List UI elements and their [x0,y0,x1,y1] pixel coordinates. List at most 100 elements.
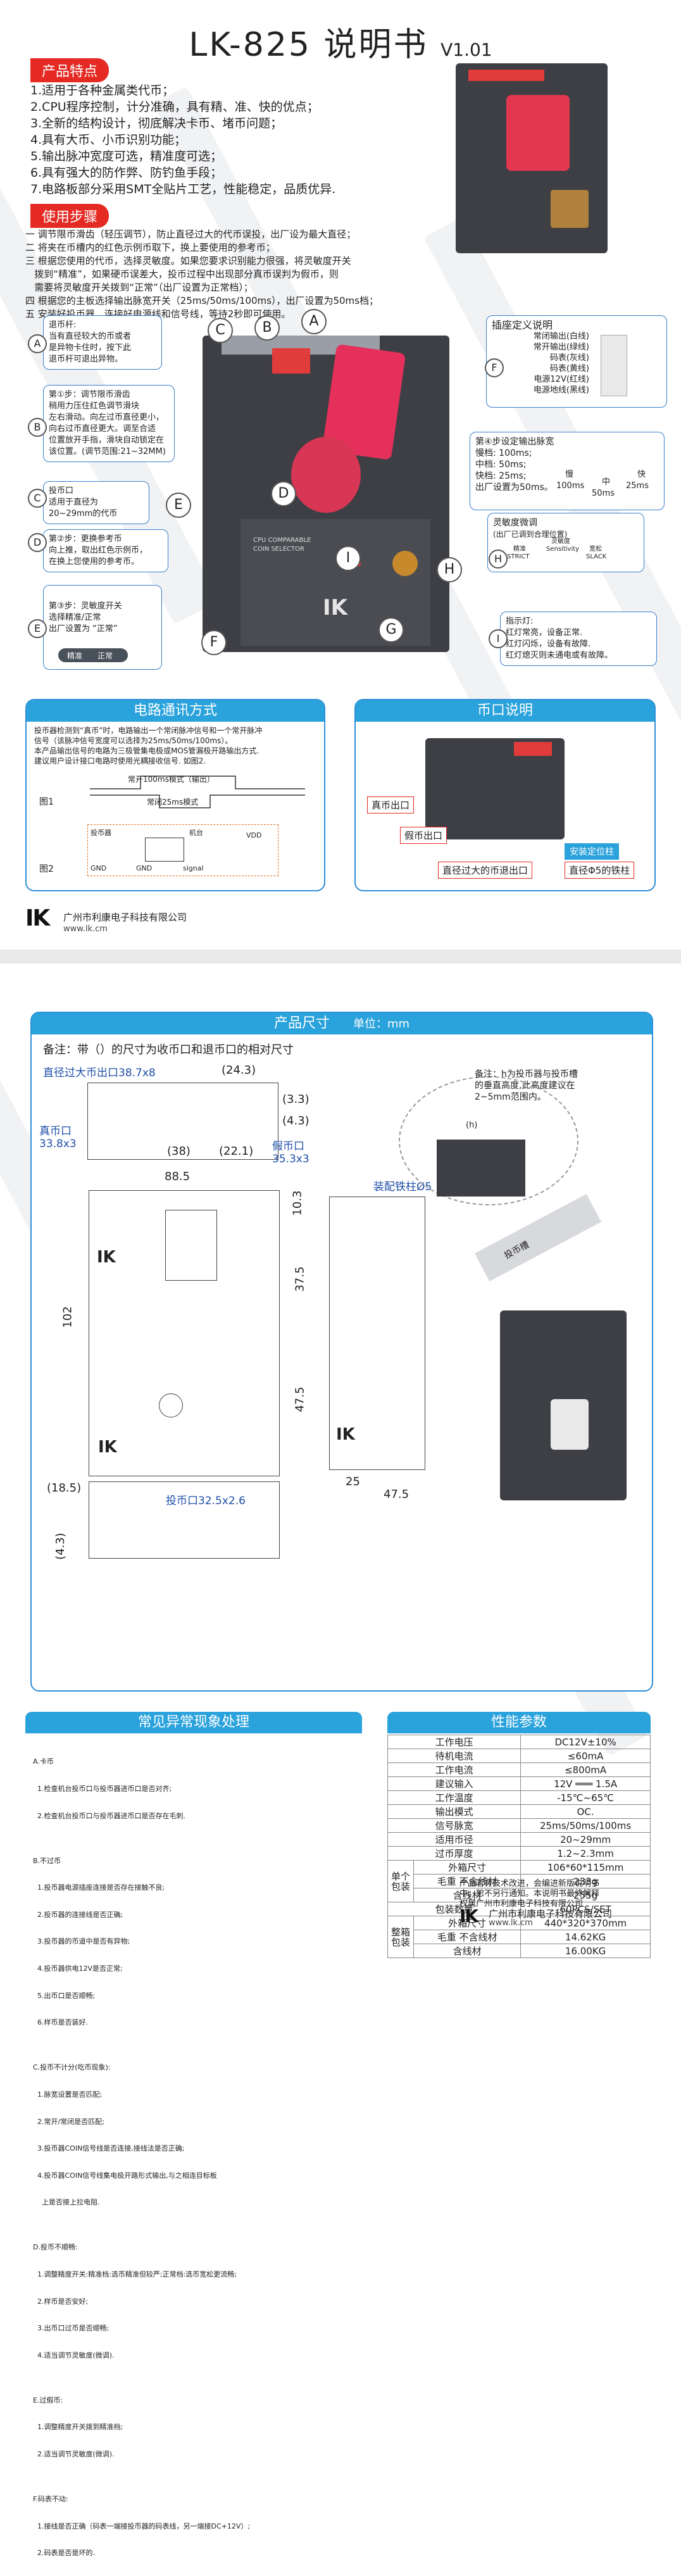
label-oversize-exit-dim: 直径过大币出口38.7x8 [43,1067,156,1079]
marker-d-small: D [28,533,47,552]
label-true-exit-dim: 真币口 33.8x3 [39,1125,77,1150]
trouble-line: 4.适当调节灵敏度(微调). [33,2351,115,2359]
box-pack-label: 整箱 包装 [387,1916,414,1958]
photo-connector [551,190,589,228]
bottom-view-drawing [89,1481,280,1559]
features-item: 2.CPU程序控制，计分准确，具有精、准、快的优点； [30,100,319,114]
weight-label: 毛重 [437,1876,456,1887]
pulse-waveform [90,776,305,808]
dimensions-note: 备注：带（）的尺寸为收币口和退币口的相对尺寸 [43,1043,294,1057]
circuit-schematic: 投币器 机台 VDD GND GND signal [87,824,278,876]
dimensions-unit: 单位：mm [353,1017,410,1031]
marker-b-small: B [28,418,47,437]
dim-24-3: (24.3) [222,1064,256,1077]
schem-machine: 机台 [189,829,203,837]
usage-list: 一 调节限币滑齿（轻压调节），防止直径过大的代币误投，出厂设为最大直径； 二 将… [25,228,378,321]
weight-label: 毛重 [437,1932,456,1943]
usage-item: 需要将灵敏度开关拨到“正常”（出厂设置为正常档）； [25,282,253,293]
trouble-line: E.过假币: [33,2396,63,2404]
param-value: 12V ═══ 1.5A [520,1776,651,1791]
trouble-line: 4.投币器供电12V是否正常; [33,1964,123,1973]
device-coin-path [291,437,361,513]
features-item: 5.输出脉冲宽度可选，精准度可选； [30,149,223,163]
param-key: 建议输入 [387,1776,522,1791]
coin-exit-panel: 币口说明 真币出口 假币出口 直径过大的币退出口 安装定位柱 直径Φ5的铁柱 [354,699,656,891]
callout-d-reference-coin: 第②步：更换参考币 向上推，取出红色示例币， 在换上您使用的参考币。 [43,529,168,572]
front-view-dial [159,1393,183,1417]
fig1-label: 图1 [39,797,54,807]
trouble-line: 3.投币器COIN信号线是否连接,接线法是否正确; [33,2144,185,2153]
trouble-line: 3.出币口过币是否顺畅; [33,2324,109,2333]
usage-item: 一 调节限币滑齿（轻压调节），防止直径过大的代币误投，出厂设为最大直径； [25,229,356,240]
param-key: 工作电流 [387,1762,522,1777]
trouble-line: 2.检查机台投币口与投币器进币口是否存在毛刺. [33,1811,185,1820]
dim-10-3: 10.3 [291,1190,304,1216]
label-mount-post: 安装定位柱 [565,843,619,860]
label-true-exit: 真币出口 [367,796,415,814]
trouble-line: D.投币不顺畅: [33,2243,78,2252]
usage-item: 二 将夹在币槽内的红色示例币取下，换上要使用的参考币； [25,242,275,253]
pulse-100: 100ms [556,481,585,491]
pulse-25: 25ms [626,481,649,491]
features-list: 1.适用于各种金属类代币； 2.CPU程序控制，计分准确，具有精、准、快的优点；… [30,82,335,198]
marker-i: I [335,546,361,571]
h-label: (h) [466,1121,478,1130]
h-detail-device [437,1140,525,1197]
sens-slack-en: SLACK [586,553,607,560]
trouble-line: 1.投币器电源插座连接是否存在接触不良; [33,1883,165,1892]
trouble-line: F.码表不动: [33,2495,68,2504]
pulse-title: 第④步设定输出脉宽 [475,437,554,447]
plug-title: 插座定义说明 [492,319,553,331]
params-title: 性能参数 [387,1712,651,1733]
param-value: ≤60mA [520,1749,651,1763]
pulse-item: 快档: 25ms; [475,471,527,481]
param-value: 233g [520,1874,651,1888]
pulse-slow: 慢 [565,470,574,479]
param-value: ≤800mA [520,1762,651,1777]
param-key: 适用币径 [387,1832,522,1847]
features-item: 6.具有强大的防作弊、防钓鱼手段； [30,166,223,180]
features-label: 产品特点 [30,58,109,82]
perspective-device [500,1310,627,1500]
label-oversize-exit: 直径过大的币退出口 [438,862,533,879]
company-logo-2: IK [459,1906,478,1926]
label-mount-post-dim: 装配铁柱Ø5 [373,1181,432,1193]
pulse-item: 中档: 50ms; [475,460,527,470]
marker-e-small: E [28,619,47,638]
circuit-line: 本产品输出信号的电路为三极管集电极或MOS管漏极开路输出方式. [34,746,259,755]
company-logo: IK [25,905,50,931]
dim-47-5-h: 47.5 [384,1488,409,1501]
features-item: 3.全新的结构设计，彻底解决卡币、堵币问题； [30,116,283,130]
param-key-sub: 不含线材 [459,1876,497,1887]
troubleshooting-list: A.卡币 1.检查机台投币口与投币器进币口是否对齐; 2.检查机台投币口与投币器… [33,1740,250,2576]
plug-item: 电源12V(红线) [534,375,589,384]
company-name: 广州市利康电子科技有限公司 [63,912,187,923]
device-red-slider [272,348,310,374]
switch-strict-label: 精准 [67,651,83,660]
company-url-2: www.lk.cm [489,1918,533,1928]
label-false-exit-dim: 假币口 35.3x3 [272,1140,309,1165]
usage-item: 拨到“精准”，如果硬币误差大，投币过程中出现部分真币误判为假币，则 [25,268,339,280]
pulse-fast: 快 [637,470,646,479]
callout-plug-definition: 插座定义说明 常闭输出(白线) 常开输出(绿线) 码表(灰线) 码表(黄线) 电… [486,315,667,408]
circuit-line: 投币器检测到“真币”时，电路输出一个常闭脉冲信号和一个常开脉冲 [34,726,263,735]
schem-signal: signal [183,864,204,872]
usage-item: 四 根据您的主板选择输出脉宽开关（25ms/50ms/100ms），出厂设置为5… [25,295,378,306]
front-view-drawing: IK IK [89,1190,280,1476]
param-key: 信号脉宽 [387,1818,522,1833]
param-value: 14.62KG [520,1930,651,1944]
plug-item: 码表(黄线) [549,364,589,374]
dim-18-5: (18.5) [47,1481,82,1495]
marker-f: F [201,630,227,655]
trouble-line: 2.适当调节灵敏度(微调). [33,2450,115,2459]
sensitivity-switch[interactable]: 精准 正常 [58,648,128,662]
usage-label: 使用步骤 [30,204,109,228]
photo-red-badge [506,95,570,171]
param-value: 20~29mm [520,1832,651,1847]
features-item: 1.适用于各种金属类代币； [30,84,175,97]
usage-item: 三 根据您使用的代币，选择灵敏度。如果您要求识别能力很强，将灵敏度开关 [25,255,351,267]
sens-label: 灵敏度 [551,538,570,545]
coin-exit-photo [425,738,565,839]
trouble-line: 1.检查机台投币口与投币器进币口是否对齐; [33,1785,172,1794]
footer-note: 产品若有技术改进，会编进新版说明书 中，恕不另行通知。本说明书最终解释 权属广州… [459,1879,600,1909]
